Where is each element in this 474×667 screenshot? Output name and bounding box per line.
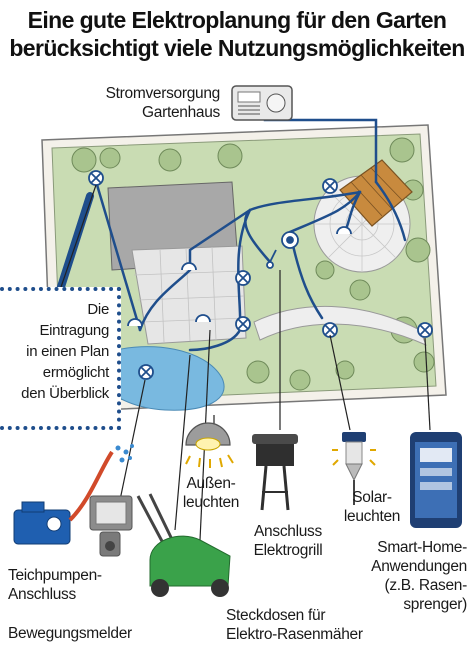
- garden-shed-power-box: [231, 85, 293, 121]
- label-aussenleuchten: Außen- leuchten: [182, 475, 240, 511]
- lamp-symbol-6: [322, 178, 338, 194]
- label-stromversorgung: Stromversorgung Gartenhaus: [105, 85, 221, 121]
- lamp-symbol-3: [235, 316, 251, 332]
- label-bewegungsmelder: Bewegungsmelder: [8, 625, 132, 642]
- garden-path: [253, 305, 427, 346]
- title-line-2: berücksichtigt viele Nutzungsmöglichkeit…: [9, 35, 465, 61]
- socket-symbol-4: [127, 318, 143, 327]
- terrace: [131, 245, 247, 345]
- socket-symbol-2: [195, 314, 211, 323]
- pond-pump: [13, 444, 134, 545]
- label-teichpumpen-anschluss: Teichpumpen- Anschluss: [8, 567, 102, 603]
- diagram-title: Eine gute Elektroplanung für den Garten …: [0, 6, 474, 62]
- label-steckdosen-rasenmaeher: Steckdosen für Elektro-Rasenmäher: [226, 607, 363, 643]
- leader-lines: [59, 184, 431, 541]
- sprinkler-symbol: [281, 231, 299, 249]
- callout-box: Die Eintragung in einen Plan ermöglicht …: [0, 287, 121, 430]
- solar-garden-lamp: [332, 432, 376, 505]
- grill-symbol: [266, 249, 277, 269]
- electric-grill: [252, 434, 298, 511]
- outdoor-wall-lamp: [185, 422, 234, 468]
- smartphone: [410, 432, 462, 528]
- plan-symbols: [88, 170, 433, 380]
- electric-lawn-mower: [136, 493, 231, 597]
- label-anschluss-elektrogrill: Anschluss Elektrogrill: [253, 523, 323, 559]
- motion-sensor-light: [89, 495, 133, 557]
- title-line-1: Eine gute Elektroplanung für den Garten: [27, 7, 447, 33]
- label-smart-home: Smart-Home- Anwendungen (z.B. Rasen- spr…: [371, 539, 467, 613]
- socket-symbol-1: [181, 262, 197, 271]
- socket-symbol-3: [336, 226, 352, 235]
- callout-text: Die Eintragung in einen Plan ermöglicht …: [21, 301, 109, 402]
- lamp-symbol-4: [322, 322, 338, 338]
- lamp-symbol-5: [417, 322, 433, 338]
- lamp-symbol-2: [235, 270, 251, 286]
- label-solarleuchten: Solar- leuchten: [343, 489, 401, 525]
- lamp-symbol-7: [138, 364, 154, 380]
- lamp-symbol-1: [88, 170, 104, 186]
